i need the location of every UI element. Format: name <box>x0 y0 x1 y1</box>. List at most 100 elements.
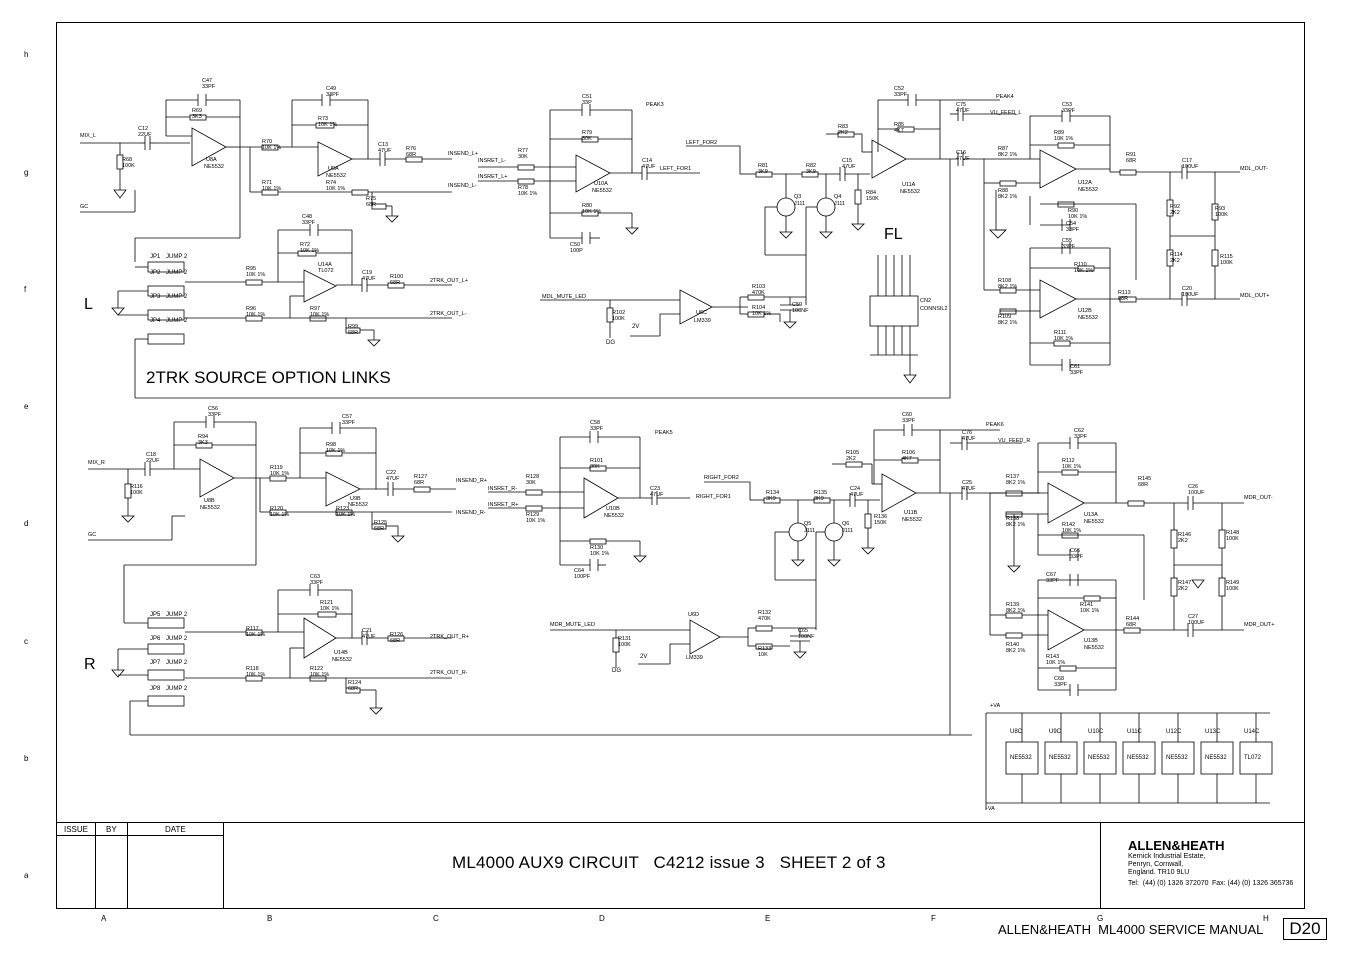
component-ref: R74 <box>326 180 337 186</box>
component-value: 10K 1% <box>590 551 610 557</box>
component-ref: C47 <box>202 78 213 84</box>
component-value: 33PF <box>1070 554 1084 560</box>
component-value: 4K7 <box>902 456 912 462</box>
component-ref: R141 <box>1080 602 1094 608</box>
component-ref: R101 <box>590 458 604 464</box>
company-tel: Tel: (44) (0) 1326 372070 <box>1128 880 1209 887</box>
component-value: 10K 1% <box>246 672 266 678</box>
component-ref: C15 <box>842 158 853 164</box>
component-value: 68R <box>406 152 417 158</box>
component-ref: C13 <box>378 142 389 148</box>
company-fax: Fax: (44) (0) 1326 365736 <box>1212 880 1294 887</box>
component-value: 100UF <box>1182 164 1199 170</box>
component-value: 47UF <box>842 164 856 170</box>
power-ic-ref: U10C <box>1088 729 1104 735</box>
component-value: 10K 1% <box>262 145 282 151</box>
component-ref: R95 <box>246 266 257 272</box>
component-value: 100K <box>1226 586 1239 592</box>
ic-label-u13a: U13A <box>1084 512 1098 518</box>
ic-label-u6d-t: LM339 <box>686 655 703 661</box>
ic-label-q5-t: J111 <box>804 528 816 534</box>
component-ref: C18 <box>146 452 157 458</box>
ic-label-cn2: CN2 <box>920 298 932 304</box>
component-ref: C49 <box>326 86 337 92</box>
component-value: 470K <box>752 290 765 296</box>
component-ref: C68 <box>1054 676 1065 682</box>
component-ref: C66 <box>1070 548 1081 554</box>
ic-label-u14b: U14B <box>334 650 348 656</box>
component-ref: C65 <box>798 628 809 634</box>
net-label-trk-out-rp: 2TRK_OUT_R+ <box>430 634 469 640</box>
component-ref: R119 <box>270 465 283 471</box>
component-ref: C50 <box>570 242 581 248</box>
component-ref: R135 <box>814 490 828 496</box>
net-label-peak6: PEAK6 <box>986 422 1004 428</box>
component-ref: C27 <box>1188 614 1199 620</box>
component-value: 100K <box>1226 536 1239 542</box>
jumper-name: JUMP 2 <box>166 686 188 692</box>
component-value: 47UF <box>386 476 400 482</box>
component-ref: C58 <box>590 420 601 426</box>
bias-voltage-label: 2V <box>640 654 648 660</box>
grid-column-g: G <box>1097 914 1104 923</box>
component-ref: R99 <box>348 324 359 330</box>
component-value: 100K <box>130 490 143 496</box>
component-value: 33PF <box>1070 370 1084 376</box>
component-ref: C59 <box>792 302 803 308</box>
net-label-insend-rp: INSEND_R+ <box>456 478 488 484</box>
component-ref: R93 <box>1215 206 1226 212</box>
component-ref: R73 <box>318 116 329 122</box>
net-label-left-for1: LEFT_FOR1 <box>660 166 692 172</box>
component-ref: R148 <box>1226 530 1240 536</box>
ic-label-u8b-t: NE5532 <box>200 505 220 511</box>
page-number: D20 <box>1283 918 1327 940</box>
component-ref: C21 <box>362 628 373 634</box>
component-value: 10K 1% <box>526 518 546 524</box>
net-label-insret-rm: INSRET_R- <box>488 486 518 492</box>
component-value: 3K9 <box>758 169 768 175</box>
component-value: 10K 1% <box>310 672 330 678</box>
component-value: 33PF <box>1066 227 1080 233</box>
component-value: 68R <box>366 202 377 208</box>
component-ref: C55 <box>1062 238 1073 244</box>
power-ic-type: NE5532 <box>1010 755 1032 761</box>
component-ref: R83 <box>838 124 849 130</box>
component-ref: R106 <box>902 450 916 456</box>
component-value: 33PF <box>310 580 324 586</box>
component-value: 33PF <box>894 92 908 98</box>
component-value: 47UF <box>850 492 864 498</box>
ic-label-u14b-t: NE5532 <box>332 657 352 663</box>
power-ic-type: NE5532 <box>1205 755 1227 761</box>
component-ref: R78 <box>518 185 529 191</box>
component-ref: C22 <box>386 470 397 476</box>
jumper-name: JUMP 2 <box>166 612 188 618</box>
jumper-name: JUMP 2 <box>166 318 188 324</box>
jumper-ref: JP4 <box>150 318 161 324</box>
component-value: 10K 1% <box>1080 608 1100 614</box>
grid-column-h: H <box>1263 914 1269 923</box>
component-ref: R118 <box>246 666 259 672</box>
component-value: 2K2 <box>1178 586 1188 592</box>
component-ref: R87 <box>998 146 1009 152</box>
component-value: 68R <box>390 638 401 644</box>
component-ref: R142 <box>1062 522 1076 528</box>
component-ref: R123 <box>336 506 350 512</box>
net-label-mdr-out-m: MDR_OUT- <box>1244 495 1273 501</box>
component-ref: R121 <box>320 600 334 606</box>
grid-row-h: h <box>24 50 29 59</box>
component-value: 68R <box>1138 482 1149 488</box>
component-value: 100UF <box>1188 490 1205 496</box>
component-value: 8K2 1% <box>998 194 1018 200</box>
component-ref: R76 <box>406 146 417 152</box>
component-value: 10K 1% <box>1062 528 1082 534</box>
component-ref: R97 <box>310 306 321 312</box>
component-value: 47UF <box>956 156 970 162</box>
component-ref: R110 <box>1074 262 1087 268</box>
grid-row-c: c <box>24 637 28 646</box>
component-ref: R126 <box>390 632 404 638</box>
component-ref: C14 <box>642 158 653 164</box>
net-label-peak3: PEAK3 <box>646 102 664 108</box>
net-label-peak4: PEAK4 <box>996 94 1014 100</box>
component-value: 30K <box>590 464 600 470</box>
component-ref: R84 <box>866 190 877 196</box>
